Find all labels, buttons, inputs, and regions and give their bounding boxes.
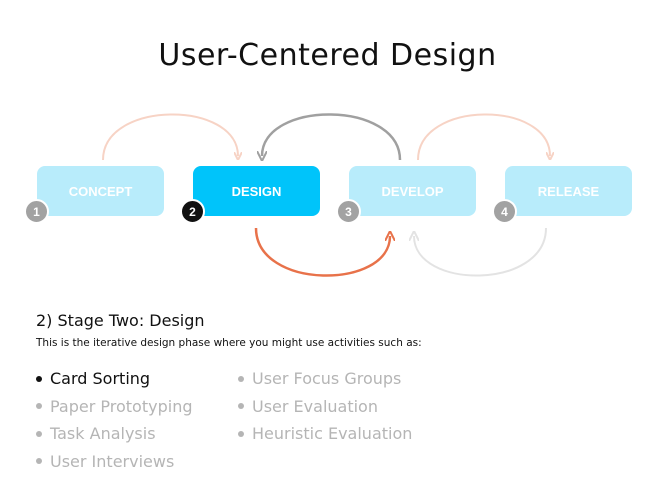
stage-concept-label: CONCEPT: [68, 183, 133, 199]
bullet-icon: [36, 403, 42, 410]
stage-number-badge-3: 3: [336, 199, 361, 224]
activity-label: Card Sorting: [50, 369, 151, 389]
stage-design-label: DESIGN: [231, 183, 282, 199]
activity-item: User Interviews: [36, 448, 192, 476]
stage-release-label: RELEASE: [537, 183, 600, 199]
section-description: This is the iterative design phase where…: [36, 337, 422, 349]
arrow-develop-to-design: [262, 113, 402, 160]
arrow-release-to-develop: [414, 227, 547, 277]
activity-label: Paper Prototyping: [50, 396, 193, 416]
stage-release[interactable]: RELEASE: [505, 166, 632, 216]
activity-item: Card Sorting: [36, 365, 192, 393]
activity-label: Task Analysis: [50, 424, 156, 444]
bullet-icon: [238, 375, 244, 382]
activity-label: User Interviews: [50, 451, 175, 471]
activity-item: Heuristic Evaluation: [238, 420, 412, 448]
bullet-icon: [36, 430, 42, 437]
stage-develop-label: DEVELOP: [381, 183, 444, 199]
arrow-design-to-develop: [254, 227, 390, 277]
stage-number-badge-4: 4: [492, 199, 517, 224]
stage-design[interactable]: DESIGN: [193, 166, 320, 216]
activity-item: Task Analysis: [36, 420, 192, 448]
activity-list-right: User Focus Groups User Evaluation Heuris…: [238, 365, 412, 448]
activity-label: User Focus Groups: [252, 369, 402, 389]
activity-item: User Evaluation: [238, 393, 412, 421]
bullet-icon: [238, 430, 244, 437]
activity-item: Paper Prototyping: [36, 393, 192, 421]
activity-label: Heuristic Evaluation: [252, 424, 413, 444]
stage-develop[interactable]: DEVELOP: [349, 166, 476, 216]
section-subtitle: 2) Stage Two: Design: [36, 311, 205, 330]
activity-label: User Evaluation: [252, 396, 378, 416]
activity-list-left: Card Sorting Paper Prototyping Task Anal…: [36, 365, 192, 475]
stage-number-badge-2: 2: [180, 199, 205, 224]
stage-concept[interactable]: CONCEPT: [37, 166, 164, 216]
bullet-icon: [36, 458, 42, 465]
activity-item: User Focus Groups: [238, 365, 412, 393]
arrow-develop-to-release: [417, 113, 550, 160]
stage-number-badge-1: 1: [24, 199, 49, 224]
bullet-icon: [36, 375, 42, 382]
arrow-concept-to-design: [102, 113, 238, 160]
diagram-title: User-Centered Design: [158, 38, 497, 73]
bullet-icon: [238, 403, 244, 410]
